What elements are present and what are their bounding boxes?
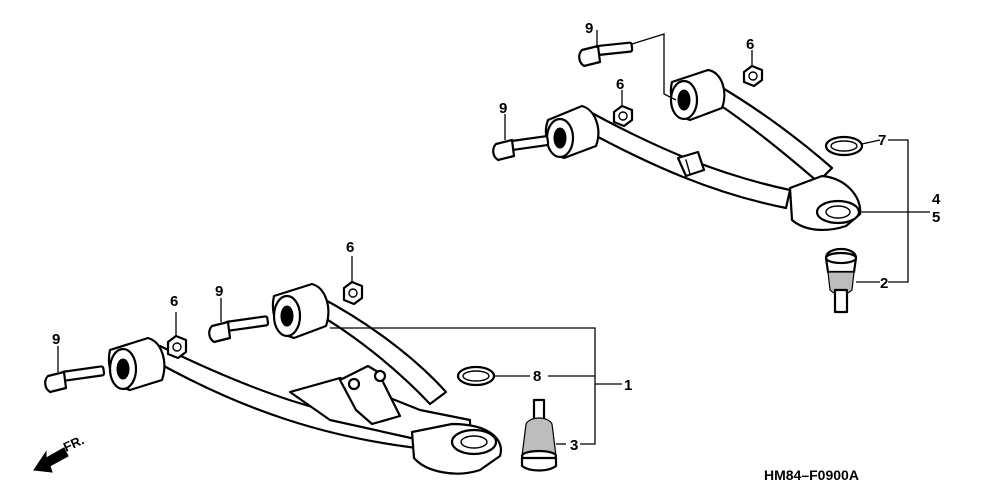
leader-lines [57,30,930,445]
callout-3: 3 [570,437,578,454]
flange-bolt-upper-rear [578,41,634,68]
callout-7: 7 [878,132,886,149]
callout-9-lower-rear: 9 [215,283,223,300]
flange-bolt-upper-front [492,135,550,162]
callout-8: 8 [533,368,541,385]
lower-arm [107,282,503,475]
flange-nut-lower-rear [342,280,364,306]
callout-9-upper-rear: 9 [585,20,593,37]
callout-6-upper-front: 6 [616,76,624,93]
callout-labels: 9 6 6 9 7 4 5 2 6 6 9 9 8 1 3 [52,20,941,454]
callout-6-upper-rear: 6 [746,36,754,53]
callout-9-lower-front: 9 [52,331,60,348]
callout-6-lower-front: 6 [170,293,178,310]
callout-2: 2 [880,275,888,292]
callout-4: 4 [932,191,941,208]
snap-ring-upper [824,135,864,157]
callout-5: 5 [932,209,940,226]
ball-joint-lower [520,398,558,472]
callout-6-lower-rear: 6 [346,239,354,256]
direction-label: FR. [61,432,86,454]
callout-9-upper-front: 9 [499,100,507,117]
flange-bolt-lower-rear [208,315,270,344]
flange-nut-lower-front [166,334,188,360]
flange-nut-upper-front [612,104,634,128]
callout-1: 1 [624,377,632,394]
ball-joint-upper [824,247,858,314]
figure-code: HM84–F0900A [764,467,859,483]
flange-bolt-lower-front [44,365,106,394]
flange-nut-upper-rear [742,64,764,88]
upper-arm [544,68,862,232]
snap-ring-lower [456,365,496,387]
front-direction-arrow: FR. [33,432,86,473]
